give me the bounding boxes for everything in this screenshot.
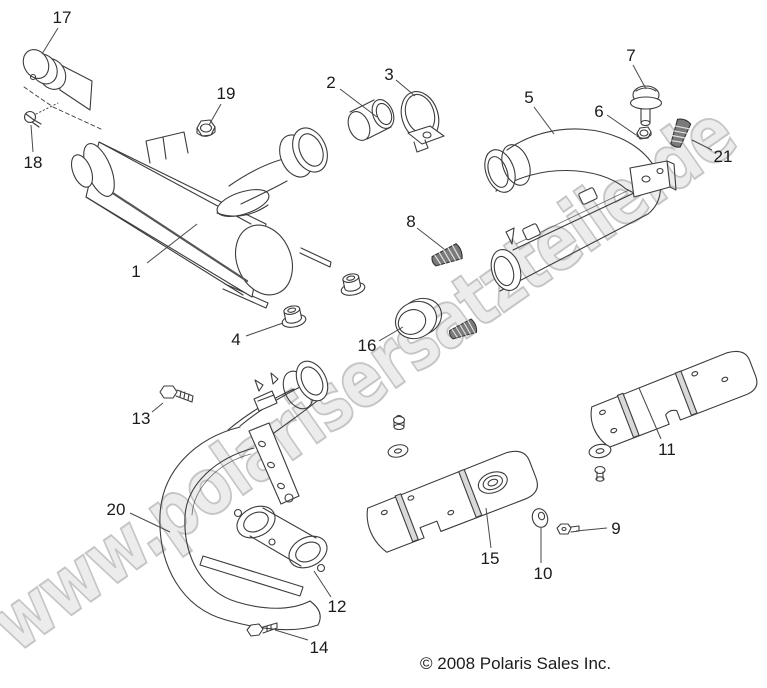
- callout-label-13: 13: [132, 409, 151, 428]
- callout-label-20: 20: [107, 500, 126, 519]
- callout-label-3: 3: [384, 65, 393, 84]
- callout-label-21: 21: [714, 147, 733, 166]
- part-21-spring: [670, 118, 692, 148]
- callout-leader-7: [632, 64, 647, 90]
- diagram-art: [22, 49, 758, 637]
- part-18-screw: [23, 110, 42, 128]
- part-1-muffler: [70, 127, 332, 309]
- part-16-seal-ring: [394, 297, 443, 340]
- spring-detail: [449, 318, 478, 340]
- shield11-washer: [588, 443, 612, 459]
- callout-leader-2: [339, 88, 378, 118]
- shield-bolt: [392, 414, 406, 431]
- part-2-sleeve: [347, 99, 395, 141]
- callout-label-10: 10: [534, 564, 553, 583]
- callout-label-5: 5: [524, 88, 533, 107]
- callout-label-16: 16: [358, 336, 377, 355]
- part-13-bolt: [159, 385, 194, 403]
- shield11-bolt: [594, 465, 606, 482]
- part-11-heat-shield: [590, 350, 758, 448]
- callout-leader-17: [41, 27, 59, 55]
- callout-leader-15: [485, 507, 492, 549]
- callout-leader-19: [208, 103, 222, 126]
- part-15-heat-shield: [366, 450, 538, 553]
- part-19-nut: [196, 119, 216, 137]
- callout-leader-8: [416, 227, 445, 250]
- shield-washer: [387, 444, 409, 458]
- callout-label-7: 7: [626, 46, 635, 65]
- callout-leader-12: [313, 570, 332, 598]
- callout-leader-4: [245, 322, 284, 337]
- callout-label-14: 14: [310, 638, 329, 657]
- part-8-spring: [431, 243, 463, 267]
- part-20-header-assembly: [159, 360, 329, 631]
- callout-label-11: 11: [658, 440, 676, 459]
- callout-leader-20: [129, 512, 171, 533]
- callout-label-12: 12: [328, 597, 347, 616]
- callout-label-9: 9: [611, 519, 620, 538]
- callout-leader-11: [638, 387, 662, 440]
- callout-leader-6: [606, 114, 637, 136]
- callout-label-2: 2: [326, 73, 335, 92]
- part-4-grommet: [281, 305, 307, 328]
- part-6-nut: [636, 126, 652, 140]
- callout-leader-5: [533, 106, 555, 135]
- callout-label-4: 4: [231, 330, 240, 349]
- callout-label-8: 8: [406, 212, 415, 231]
- copyright-text: © 2008 Polaris Sales Inc.: [420, 654, 611, 673]
- part-10-washer: [531, 508, 549, 528]
- callout-leader-18: [30, 124, 34, 153]
- callout-leader-3: [395, 79, 416, 97]
- callout-label-6: 6: [594, 102, 603, 121]
- part-5-headpipe: [484, 128, 677, 292]
- part-14-bolt: [246, 622, 278, 637]
- callout-leader-1: [146, 223, 198, 264]
- callout-leader-9: [575, 527, 608, 532]
- callout-label-17: 17: [53, 8, 72, 27]
- callout-label-18: 18: [24, 153, 43, 172]
- part-17-deflector: [22, 49, 104, 131]
- callout-leader-14: [274, 629, 309, 641]
- callout-leader-16: [378, 326, 404, 342]
- part-3-clamp: [400, 91, 445, 153]
- part-9-bolt: [556, 523, 580, 535]
- part-7-plug-bolt: [629, 85, 663, 127]
- part-12-gasket: [233, 505, 328, 573]
- callout-leader-21: [691, 139, 713, 151]
- callout-leader-13: [151, 402, 164, 413]
- grommet-detail: [340, 273, 366, 296]
- callout-label-1: 1: [131, 262, 140, 281]
- callout-label-19: 19: [217, 84, 236, 103]
- callout-label-15: 15: [481, 549, 500, 568]
